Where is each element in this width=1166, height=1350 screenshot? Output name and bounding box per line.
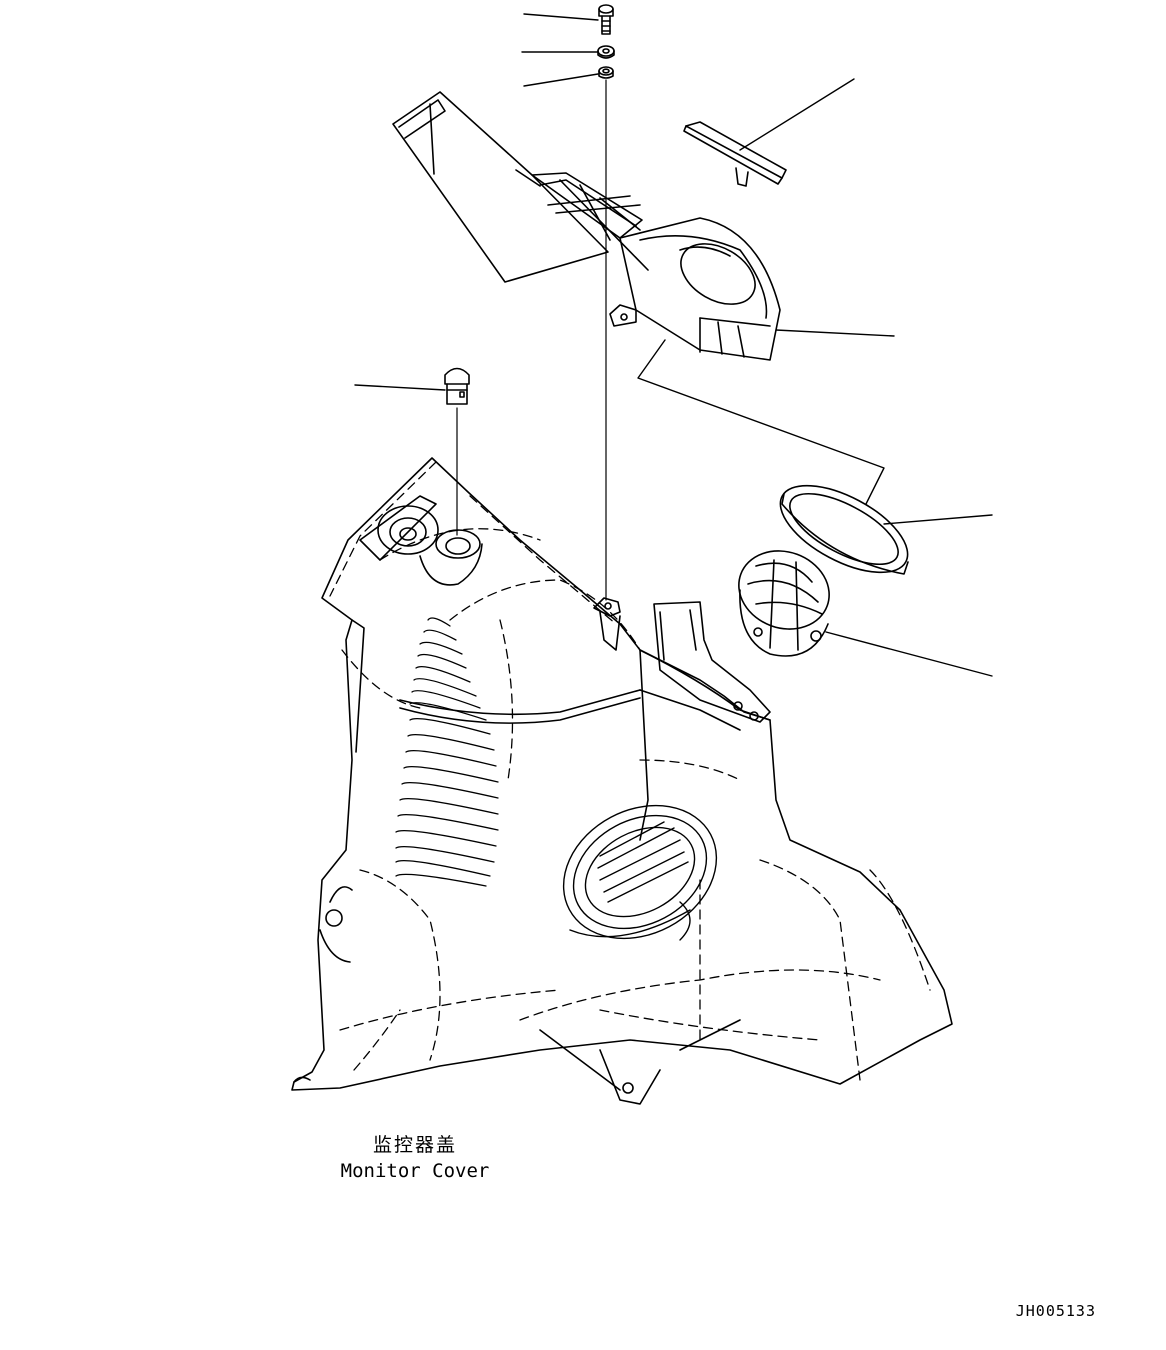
monitor-visor-icon [392, 91, 781, 361]
leader-line-bolt [523, 13, 599, 21]
bolt-icon [598, 4, 614, 35]
leader-line-nut [523, 73, 599, 87]
louver-vent-icon [738, 550, 830, 657]
nut-icon [598, 66, 614, 79]
assembly-axis-lines [456, 79, 607, 601]
plug-icon [444, 367, 470, 405]
ring-bezel-icon [779, 484, 909, 575]
leader-line-louver [825, 631, 993, 677]
leader-line-plug [354, 384, 446, 391]
caption-chinese: 监控器盖 [372, 1134, 457, 1156]
leader-line-bracket [637, 339, 885, 505]
leader-line-visor [775, 329, 895, 337]
grille-slots [395, 617, 499, 887]
leader-line-plate [739, 78, 855, 151]
washer-icon [597, 45, 615, 59]
cover-plate-icon [683, 121, 787, 187]
drawing-code: JH005133 [1015, 1302, 1096, 1320]
leader-line-ring [883, 514, 993, 525]
leader-lines [354, 13, 993, 677]
caption-english: Monitor Cover [340, 1160, 490, 1182]
monitor-cover-body [291, 457, 953, 1105]
vent-opening [562, 804, 718, 941]
